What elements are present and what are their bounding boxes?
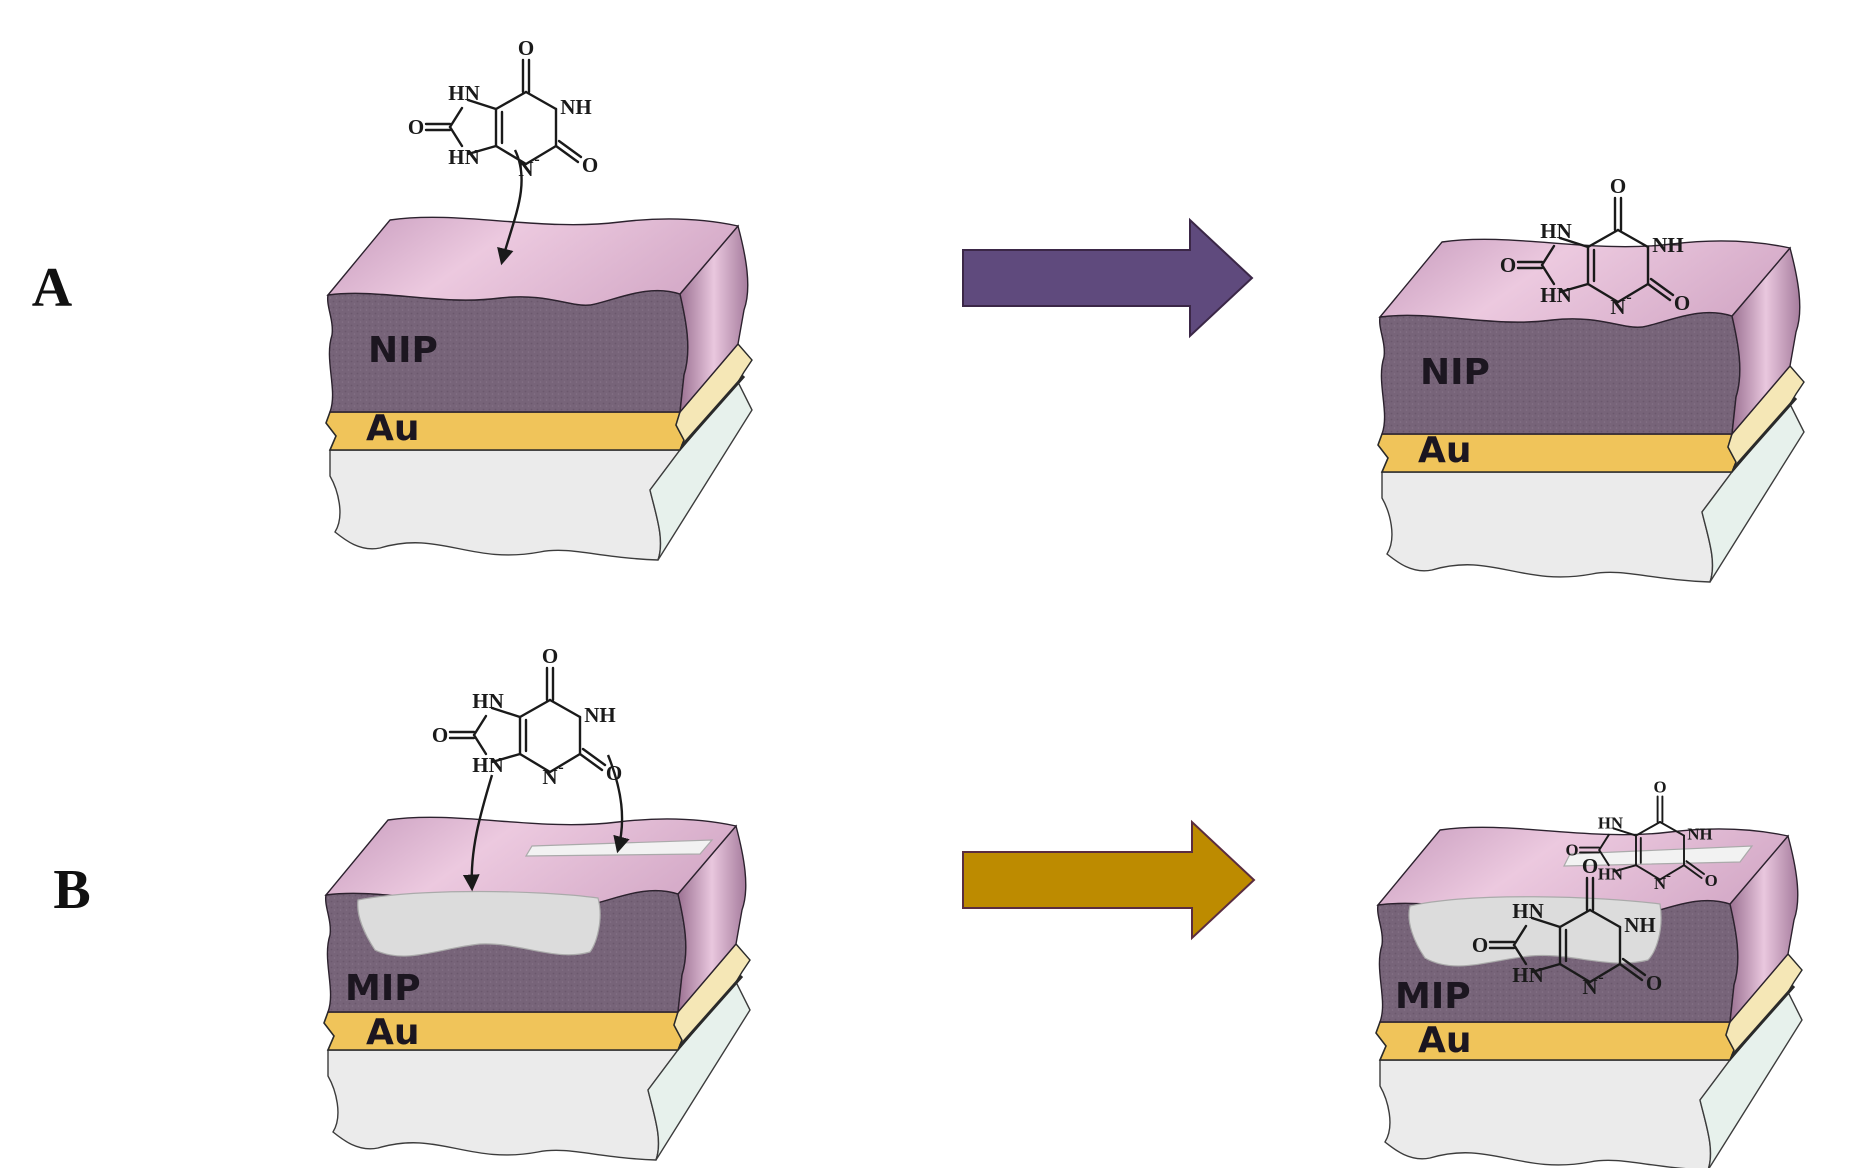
row-b-right-electrode: MIP Au <box>1374 776 1804 1168</box>
row-b: B MIP Au MIP Au <box>53 642 1804 1168</box>
row-a-free-urate-molecule <box>406 34 600 183</box>
mip-filled-cavity-top <box>1563 845 1754 867</box>
row-a-right-metal-label: Au <box>1418 430 1472 471</box>
row-a-approach-arrow <box>497 149 523 266</box>
row-label-a: A <box>32 257 73 319</box>
row-b-left-metal-label: Au <box>366 1012 420 1053</box>
row-label-b: B <box>53 859 90 921</box>
row-a-right-electrode: NIP Au <box>1376 172 1806 584</box>
row-a-left-electrode: NIP Au <box>324 34 754 562</box>
row-b-left-electrode: MIP Au <box>322 642 752 1162</box>
row-b-free-urate-molecule <box>430 642 624 791</box>
nip-electrode-block-after <box>1376 237 1806 584</box>
row-a: A NIP Au NIP Au <box>32 34 1806 584</box>
nip-electrode-block <box>324 215 754 562</box>
row-a-process-arrow <box>962 217 1254 339</box>
row-b-right-metal-label: Au <box>1418 1020 1472 1061</box>
row-b-left-polymer-label: MIP <box>345 968 421 1009</box>
row-a-left-polymer-label: NIP <box>368 330 438 371</box>
row-a-right-polymer-label: NIP <box>1420 352 1490 393</box>
row-b-approach-arrow-right <box>606 754 630 854</box>
mip-imprinted-cavity-front <box>357 890 601 957</box>
row-a-left-metal-label: Au <box>366 408 420 449</box>
row-b-approach-arrow-left <box>462 774 494 892</box>
row-b-right-polymer-label: MIP <box>1395 976 1471 1017</box>
row-b-process-arrow <box>962 819 1256 941</box>
